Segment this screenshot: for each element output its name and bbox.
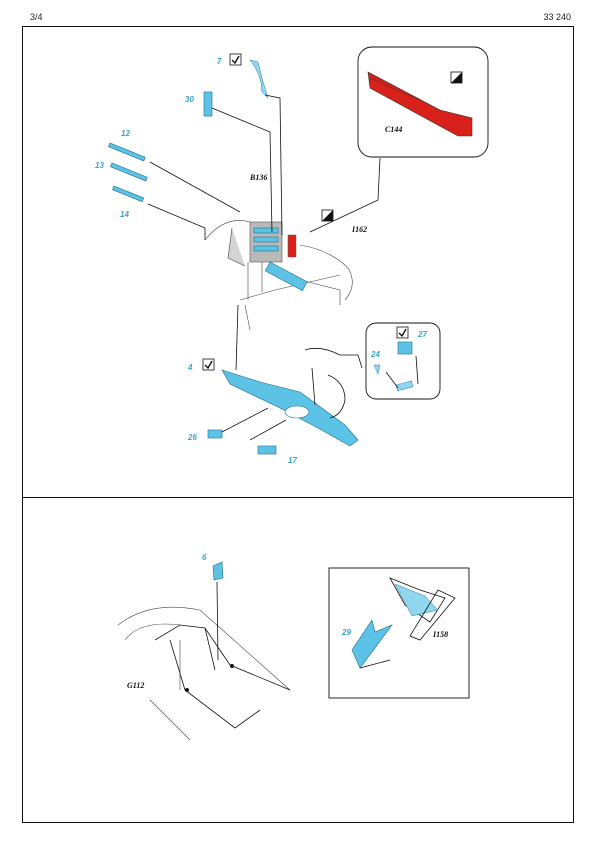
cockpit-outline: [204, 220, 353, 331]
label-part-13: 13: [95, 161, 104, 170]
inset-i158: [328, 567, 470, 699]
label-part-7: 7: [217, 57, 222, 66]
label-c144: C144: [385, 125, 402, 134]
page-number: 3/4: [30, 12, 43, 22]
part-7: [249, 59, 283, 236]
inset-c144: [357, 46, 489, 158]
label-i162: I162: [351, 225, 367, 234]
label-part-4: 4: [187, 363, 193, 372]
check-icon: [396, 326, 409, 339]
check-icon: [229, 53, 242, 66]
page-frame: [22, 26, 574, 823]
label-part-17: 17: [288, 456, 297, 465]
label-part-26: 26: [187, 433, 197, 442]
parts-12-13-14: [108, 142, 241, 240]
label-part-6: 6: [202, 553, 207, 562]
part-17: [249, 419, 287, 455]
cockpit-side-wall: [117, 606, 291, 741]
part-4: [221, 367, 359, 447]
label-b136: B136: [249, 173, 267, 182]
inset-24-27: [365, 322, 441, 400]
paint-icon: [321, 209, 334, 222]
part-26: [207, 407, 269, 439]
paint-icon: [450, 71, 463, 84]
label-part-27: 27: [417, 330, 427, 339]
part-6: [212, 561, 224, 661]
label-g112: G112: [127, 681, 144, 690]
document-code: 33 240: [543, 12, 571, 22]
instrument-panel: [249, 221, 308, 291]
check-icon: [202, 358, 215, 371]
label-i158: I158: [432, 630, 448, 639]
label-part-12: 12: [121, 129, 130, 138]
label-part-29: 29: [341, 628, 351, 637]
part-30: [203, 91, 273, 233]
section-divider: [22, 497, 574, 498]
label-part-30: 30: [185, 95, 194, 104]
label-part-14: 14: [120, 210, 129, 219]
label-part-24: 24: [370, 350, 380, 359]
